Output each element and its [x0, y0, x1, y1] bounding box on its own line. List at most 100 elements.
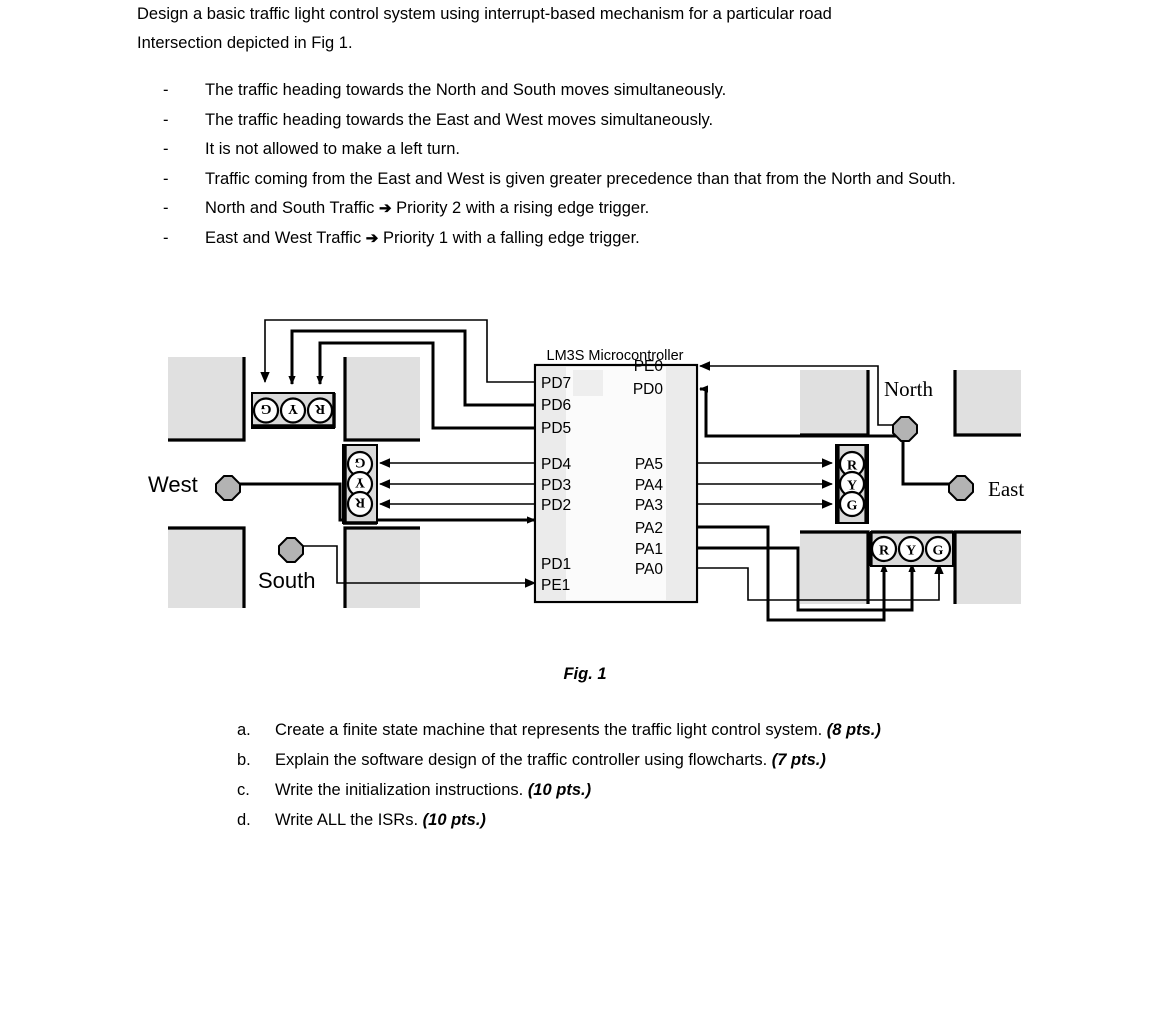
sensor-south — [278, 537, 304, 563]
bullet-text-post: Priority 2 with a rising edge trigger. — [391, 199, 650, 217]
question-points: (8 pts.) — [826, 721, 881, 739]
road-corner-blocks — [168, 357, 1021, 608]
mcu-pin-left-2: PD5 — [541, 420, 571, 437]
list-item: - The traffic heading towards the East a… — [163, 106, 1063, 136]
direction-label-south: South — [258, 568, 316, 593]
sensor-west — [215, 475, 241, 501]
bullet-marker: - — [163, 199, 169, 217]
mcu-pin-right-2: PA5 — [635, 456, 663, 473]
list-item: - North and South Traffic ➔ Priority 2 w… — [163, 194, 1063, 224]
question-marker: c. — [237, 781, 250, 799]
intro-paragraph: Design a basic traffic light control sys… — [137, 0, 1032, 58]
mcu-pin-left-4: PD3 — [541, 477, 571, 494]
block-northwest — [168, 357, 246, 442]
question-points: (10 pts.) — [422, 811, 486, 829]
question-marker: b. — [237, 751, 251, 769]
list-item: a. Create a finite state machine that re… — [237, 715, 1037, 745]
block-southwest — [168, 526, 246, 608]
lamp-Y: Y — [897, 535, 925, 563]
figure-caption: Fig. 1 — [563, 665, 607, 683]
lamp-R: R — [346, 490, 374, 518]
question-body: Create a finite state machine that repre… — [275, 721, 827, 739]
question-marker: d. — [237, 811, 251, 829]
requirements-list: - The traffic heading towards the North … — [163, 76, 1063, 253]
question-text: Write ALL the ISRs. (10 pts.) — [275, 805, 1037, 835]
intro-line-2: Intersection depicted in Fig 1. — [137, 34, 353, 52]
right-arrow-icon: ➔ — [365, 229, 379, 247]
svg-text:G: G — [933, 544, 944, 559]
wires-sensors-west-south — [240, 482, 536, 588]
sensor-north — [892, 416, 918, 442]
question-points: (10 pts.) — [527, 781, 592, 799]
wires-sensors-north-east — [699, 361, 956, 486]
list-item: - Traffic coming from the East and West … — [163, 165, 1063, 195]
list-item: b. Explain the software design of the tr… — [237, 745, 1037, 775]
list-item: c. Write the initialization instructions… — [237, 775, 1037, 805]
block-north-center-right — [800, 370, 870, 437]
wires-pd765-to-northwest-light — [260, 319, 535, 430]
question-text: Write the initialization instructions. (… — [275, 775, 1037, 805]
bullet-text: North and South Traffic ➔ Priority 2 wit… — [205, 194, 1063, 224]
svg-text:R: R — [314, 401, 325, 416]
mcu-pin-left-6: PD1 — [541, 556, 571, 573]
question-points: (7 pts.) — [771, 751, 826, 769]
lamp-R: R — [306, 397, 334, 424]
mcu-pin-right-7: PA0 — [635, 561, 664, 578]
block-north-center — [343, 357, 420, 442]
bullet-marker: - — [163, 110, 169, 129]
bullet-marker: - — [163, 228, 169, 247]
block-south-center — [343, 526, 420, 608]
mcu-pin-right-5: PA2 — [635, 520, 663, 537]
question-text: Explain the software design of the traff… — [275, 745, 1037, 775]
svg-text:R: R — [847, 459, 858, 474]
wires-pa543-to-center-right-light — [697, 458, 833, 509]
svg-text:Y: Y — [847, 479, 857, 494]
road-sensors — [215, 416, 974, 563]
svg-text:R: R — [354, 495, 365, 510]
lm3s-microcontroller: LM3S Microcontroller PD7 PD6 PD5 PD4 PD3… — [533, 348, 699, 604]
traffic-light-center-vertical-right: R Y G — [835, 444, 869, 524]
bullet-marker: - — [163, 140, 169, 158]
svg-text:Y: Y — [906, 544, 916, 559]
svg-text:R: R — [879, 544, 890, 559]
mcu-pin-left-1: PD6 — [541, 397, 571, 414]
lamp-R: R — [870, 535, 898, 563]
block-northeast — [953, 370, 1021, 437]
mcu-pin-left-3: PD4 — [541, 456, 572, 473]
lamp-Y: Y — [279, 397, 307, 424]
intro-line-1: Design a basic traffic light control sys… — [137, 5, 832, 23]
question-body: Write the initialization instructions. — [275, 781, 528, 799]
mcu-pin-right-6: PA1 — [635, 541, 663, 558]
bullet-text: The traffic heading towards the North an… — [205, 81, 727, 99]
bullet-marker: - — [163, 169, 169, 188]
figure-intersection-diagram: LM3S Microcontroller PD7 PD6 PD5 PD4 PD3… — [0, 300, 1170, 670]
list-item: - The traffic heading towards the North … — [163, 76, 1063, 106]
list-item: - It is not allowed to make a left turn. — [163, 135, 1063, 165]
svg-text:Y: Y — [355, 475, 365, 490]
bullet-marker: - — [163, 81, 169, 99]
list-item: d. Write ALL the ISRs. (10 pts.) — [237, 805, 1037, 835]
direction-label-north: North — [884, 377, 933, 401]
list-item: - East and West Traffic ➔ Priority 1 wit… — [163, 224, 1063, 254]
mcu-pin-left-5: PD2 — [541, 497, 571, 514]
svg-text:G: G — [847, 499, 858, 514]
questions-list: a. Create a finite state machine that re… — [237, 715, 1037, 835]
question-body: Explain the software design of the traff… — [275, 751, 772, 769]
mcu-pin-right-3: PA4 — [635, 477, 664, 494]
question-body: Write ALL the ISRs. — [275, 811, 423, 829]
sensor-east — [948, 475, 974, 501]
mcu-pin-left-7: PE1 — [541, 577, 570, 594]
mcu-title: LM3S Microcontroller — [547, 348, 684, 364]
bullet-text: East and West Traffic ➔ Priority 1 with … — [205, 224, 1063, 254]
svg-text:Y: Y — [288, 401, 298, 416]
traffic-light-center-vertical-left: G Y R — [342, 444, 378, 525]
traffic-light-northwest-horizontal: G Y R — [251, 392, 336, 429]
mcu-pin-right-0: PE0 — [634, 358, 664, 375]
traffic-light-southeast-horizontal: R Y G — [869, 530, 954, 567]
bullet-text-post: Priority 1 with a falling edge trigger. — [378, 228, 640, 247]
right-arrow-icon: ➔ — [378, 200, 392, 217]
direction-label-east: East — [988, 477, 1024, 501]
lamp-G: G — [924, 535, 952, 563]
lamp-G: G — [838, 490, 866, 518]
